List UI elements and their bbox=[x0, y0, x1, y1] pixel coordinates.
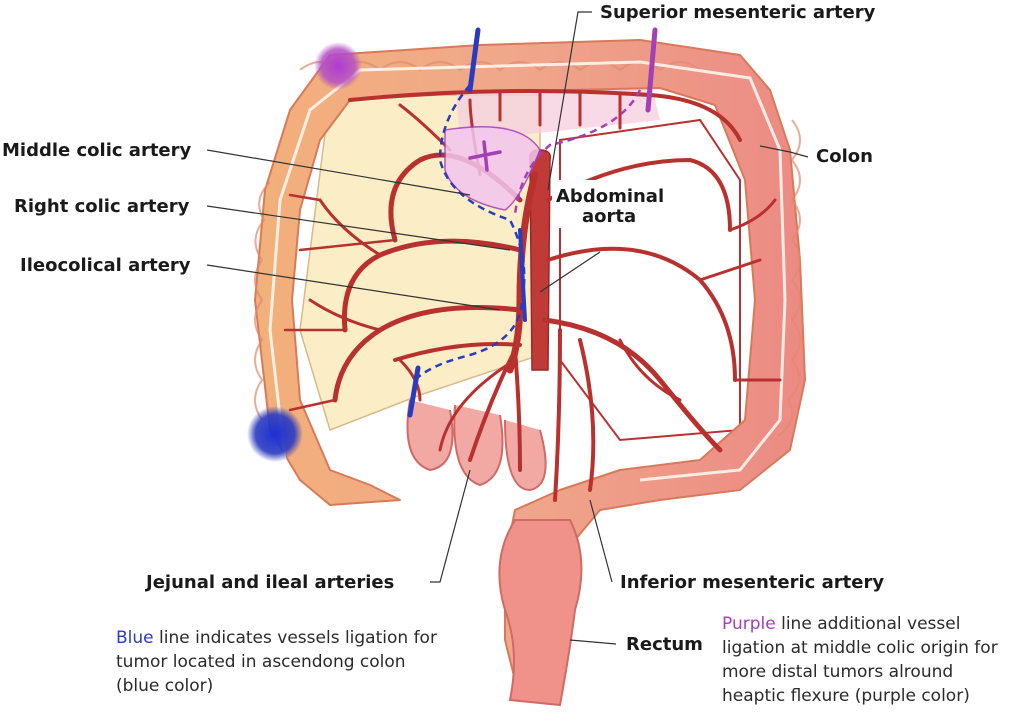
ima-branch bbox=[542, 317, 723, 453]
blue-tumor-spot bbox=[247, 406, 303, 462]
blue-note-line2: tumor located in ascendong colon bbox=[116, 652, 406, 672]
artery-network bbox=[283, 89, 782, 502]
blue-ligation-mark-top bbox=[467, 27, 481, 93]
blue-note-line1: line indicates vessels ligation for bbox=[153, 628, 437, 648]
sma-trunk bbox=[506, 171, 539, 374]
label-inferior-mesenteric-artery: Inferior mesenteric artery bbox=[620, 572, 885, 593]
ileocolic-branch bbox=[332, 305, 523, 403]
label-superior-mesenteric-artery: Superior mesenteric artery bbox=[600, 2, 876, 23]
small-bowel bbox=[406, 399, 547, 492]
leader-lines bbox=[206, 11, 809, 645]
purple-note-line2: ligation at middle colic origin for bbox=[722, 638, 998, 658]
purple-ligation-mark bbox=[645, 27, 658, 113]
purple-note-line1: line additional vessel bbox=[775, 614, 961, 634]
purple-note-keyword: Purple bbox=[722, 614, 776, 634]
rectum bbox=[498, 519, 583, 707]
right-colic-branch bbox=[341, 238, 523, 333]
blue-note-keyword: Blue bbox=[116, 628, 154, 648]
label-rectum: Rectum bbox=[626, 634, 703, 655]
blue-ligation-mark-bottom bbox=[407, 365, 421, 418]
purple-note: Purple line additional vessel ligation a… bbox=[722, 612, 1022, 708]
label-ileocolical-artery: Ileocolical artery bbox=[20, 255, 191, 276]
purple-note-line3: more distal tumors alround bbox=[722, 662, 954, 682]
purple-ligation-line bbox=[513, 89, 642, 216]
mesentery-transverse bbox=[455, 80, 660, 140]
mesentery-left bbox=[559, 118, 741, 442]
purple-tumor-spot bbox=[314, 42, 362, 90]
colon-taenia bbox=[268, 60, 787, 482]
label-abdominal-aorta-line1: Abdominal bbox=[556, 186, 665, 207]
label-jejunal-ileal-arteries: Jejunal and ileal arteries bbox=[146, 572, 395, 593]
purple-note-line4: heaptic flexure (purple color) bbox=[722, 686, 970, 706]
blue-note-line3: (blue color) bbox=[116, 676, 214, 696]
label-abdominal-aorta-line2: aorta bbox=[582, 206, 637, 227]
aorta-label-bg bbox=[552, 180, 652, 228]
purple-cross-mark bbox=[468, 140, 502, 172]
label-middle-colic-artery: Middle colic artery bbox=[2, 140, 192, 161]
blue-note: Blue line indicates vessels ligation for… bbox=[116, 626, 496, 698]
label-colon: Colon bbox=[816, 146, 873, 167]
label-right-colic-artery: Right colic artery bbox=[14, 196, 190, 217]
